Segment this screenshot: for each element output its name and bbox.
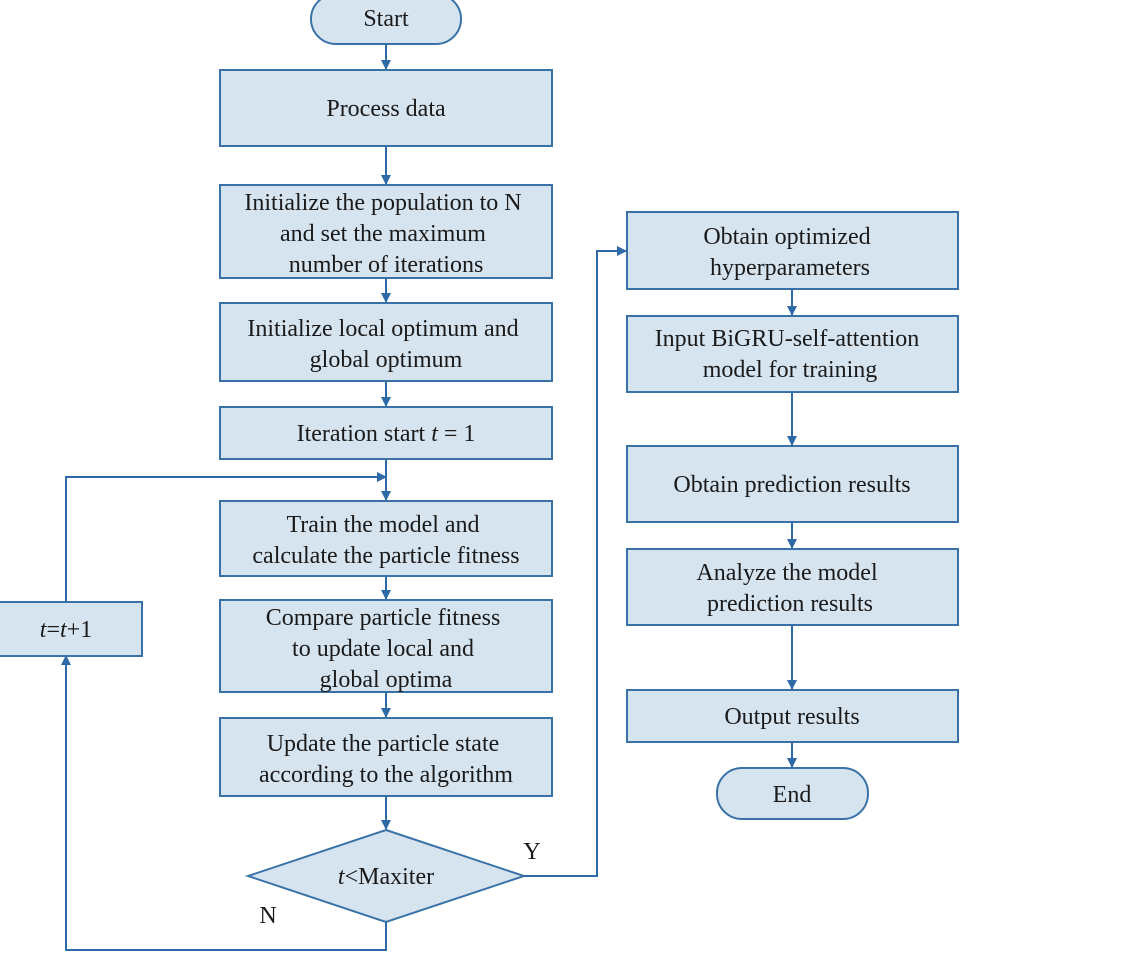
nodes xyxy=(0,0,959,924)
analyze-results-label: Analyze the model prediction results xyxy=(696,560,883,617)
obtain-prediction-label: Obtain prediction results xyxy=(673,472,910,498)
init-population-box xyxy=(219,184,553,279)
init-population-label: Initialize the population to N and set t… xyxy=(244,190,527,278)
output-results-box xyxy=(626,689,959,743)
train-model-box xyxy=(219,500,553,577)
process-data-box xyxy=(219,69,553,147)
iteration-start-box xyxy=(219,406,553,460)
labels: Start Process data Initialize the popula… xyxy=(40,6,926,890)
init-optimum-box xyxy=(219,302,553,382)
edge-decision-yes-to-hyperparameters xyxy=(524,246,627,877)
edges xyxy=(61,44,797,951)
obtain-hyper-label: Obtain optimized hyperparameters xyxy=(703,224,876,281)
decision-label: t<Maxiter xyxy=(338,864,434,890)
yes-label: Y xyxy=(523,839,540,865)
update-state-box xyxy=(219,717,553,797)
compare-fitness-label: Compare particle fitness to update local… xyxy=(266,605,507,693)
start-label: Start xyxy=(363,6,409,32)
train-model-label: Train the model and calculate the partic… xyxy=(252,512,519,569)
iteration-start-label: Iteration start t = 1 xyxy=(297,421,476,447)
input-model-box xyxy=(626,315,959,393)
edge-decision-no-to-increment xyxy=(61,655,387,951)
update-state-label: Update the particle state according to t… xyxy=(259,731,513,788)
end-label: End xyxy=(773,782,812,808)
input-model-label: Input BiGRU-self-attention model for tra… xyxy=(655,326,926,383)
init-optimum-label: Initialize local optimum and global opti… xyxy=(247,316,524,373)
increment-box xyxy=(0,601,143,657)
obtain-prediction-box xyxy=(626,445,959,523)
end-terminal xyxy=(716,767,869,820)
obtain-hyper-box xyxy=(626,211,959,290)
no-label: N xyxy=(259,903,276,929)
increment-label: t=t+1 xyxy=(40,617,92,643)
output-results-label: Output results xyxy=(724,704,859,730)
edge-increment-to-loop xyxy=(65,472,387,602)
start-terminal xyxy=(310,0,462,45)
compare-fitness-box xyxy=(219,599,553,693)
analyze-results-box xyxy=(626,548,959,626)
decision-diamond xyxy=(244,828,528,924)
process-data-label: Process data xyxy=(326,96,446,122)
